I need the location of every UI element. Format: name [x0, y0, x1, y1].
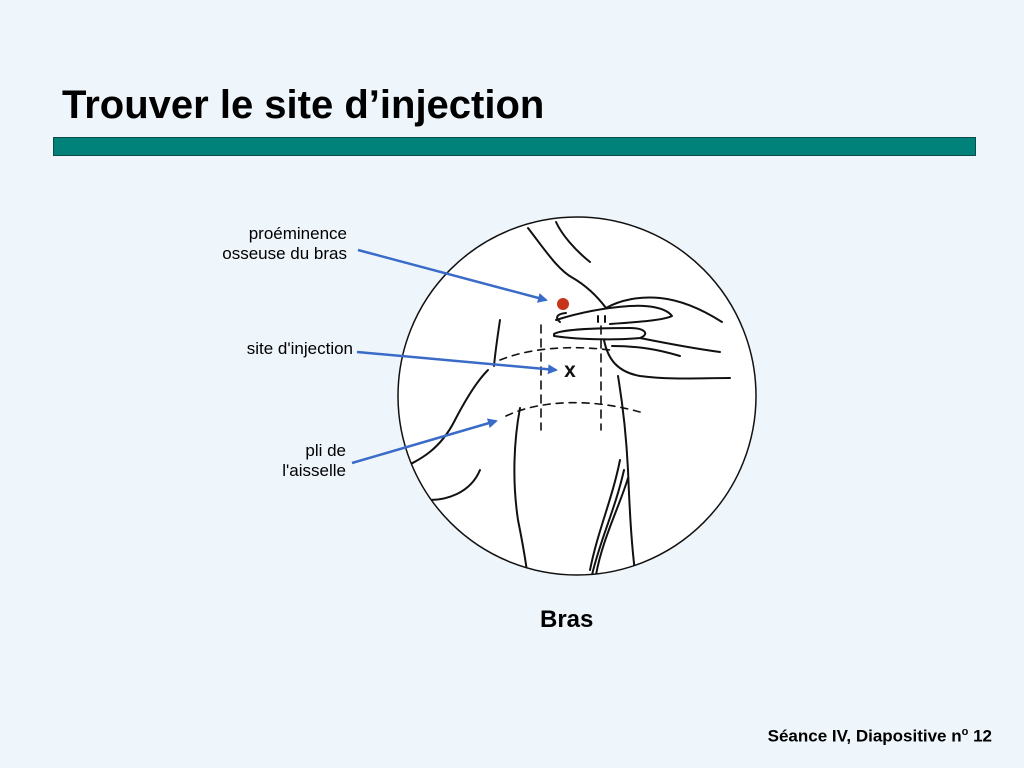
bony-prominence-dot: [557, 298, 569, 310]
diagram-caption: Bras: [540, 606, 594, 633]
arrow-injection-site: [356, 350, 558, 375]
arm-line-drawing: [398, 221, 731, 575]
arrow-bony-prominence: [357, 248, 548, 303]
label-bony-prominence: proéminence osseuse du bras: [222, 224, 347, 263]
injection-site-marker: x: [564, 359, 576, 382]
diagram-circle: [397, 216, 757, 576]
title-underline-bar: [53, 137, 976, 156]
arrow-armpit-fold: [351, 418, 498, 465]
slide-title: Trouver le site d’injection: [62, 83, 545, 127]
label-armpit-fold: pli de l'aisselle: [282, 441, 346, 480]
pointer-arrows: [351, 248, 558, 465]
slide-footer: Séance IV, Diapositive no 12: [767, 726, 992, 746]
label-injection-site: site d'injection: [246, 339, 353, 358]
